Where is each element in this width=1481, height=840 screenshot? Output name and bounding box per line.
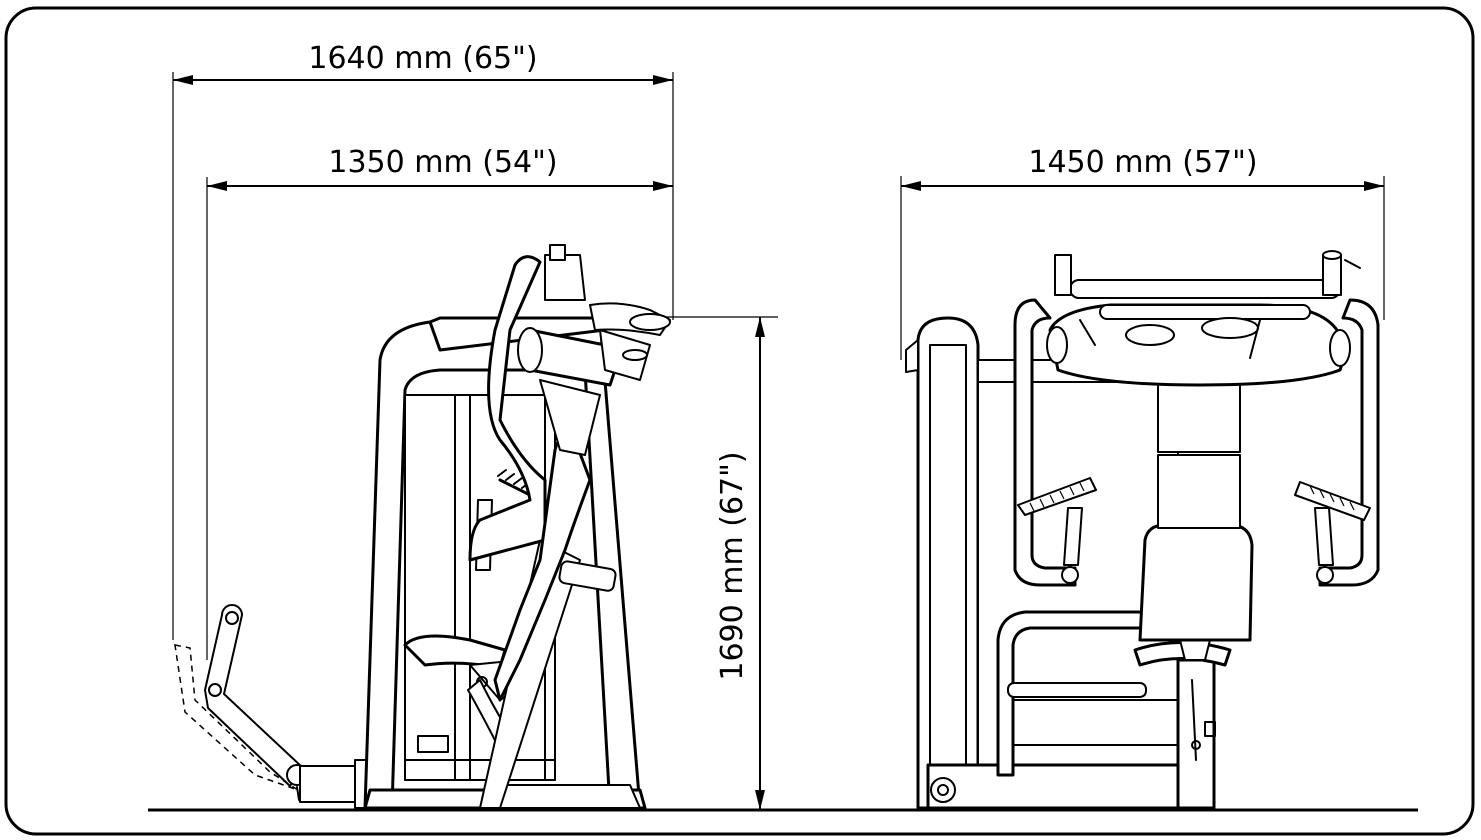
dimension-1690: 1690 mm (67") xyxy=(640,316,778,810)
dimension-label-1690: 1690 mm (67") xyxy=(715,451,750,680)
front-view-machine xyxy=(905,250,1380,810)
dimension-label-1640: 1640 mm (65") xyxy=(308,41,537,76)
dimension-1450: 1450 mm (57") xyxy=(900,145,1385,360)
dimension-label-1450: 1450 mm (57") xyxy=(1028,145,1257,180)
dimension-1350: 1350 mm (54") xyxy=(206,145,673,660)
diagram-border xyxy=(4,6,1475,836)
dimension-1640: 1640 mm (65") xyxy=(172,41,674,640)
dimension-label-1350: 1350 mm (54") xyxy=(328,145,557,180)
side-view-machine xyxy=(174,244,671,810)
